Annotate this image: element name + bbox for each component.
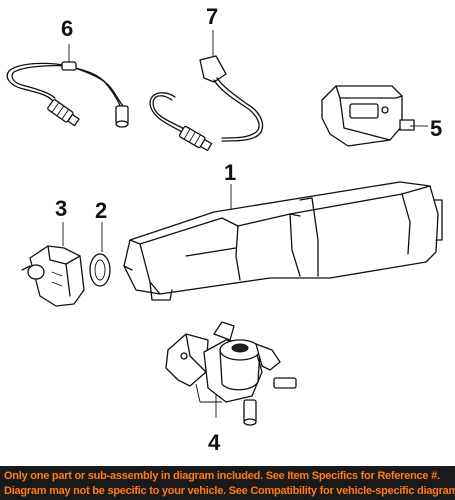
callout-5: 5 bbox=[430, 116, 443, 141]
callout-1: 1 bbox=[224, 160, 237, 185]
part-5-bracket bbox=[321, 85, 424, 147]
callout-7: 7 bbox=[206, 4, 219, 29]
callout-6: 6 bbox=[61, 16, 74, 41]
disclaimer-line-1: Only one part or sub-assembly in diagram… bbox=[4, 470, 440, 482]
part-1-vapor-canister bbox=[123, 181, 443, 301]
callout-4: 4 bbox=[208, 430, 221, 455]
part-2-seal bbox=[89, 222, 111, 287]
part-7-oxygen-sensor bbox=[149, 30, 264, 152]
part-6-oxygen-sensor bbox=[6, 44, 129, 128]
callout-3: 3 bbox=[55, 196, 68, 221]
part-4-purge-valve bbox=[165, 321, 297, 426]
parts-diagram bbox=[6, 30, 443, 426]
callout-2: 2 bbox=[95, 198, 108, 223]
part-3-valve bbox=[21, 222, 85, 307]
disclaimer-footer: Only one part or sub-assembly in diagram… bbox=[0, 466, 455, 500]
disclaimer-line-2: Diagram may not be specific to your vehi… bbox=[4, 485, 455, 497]
